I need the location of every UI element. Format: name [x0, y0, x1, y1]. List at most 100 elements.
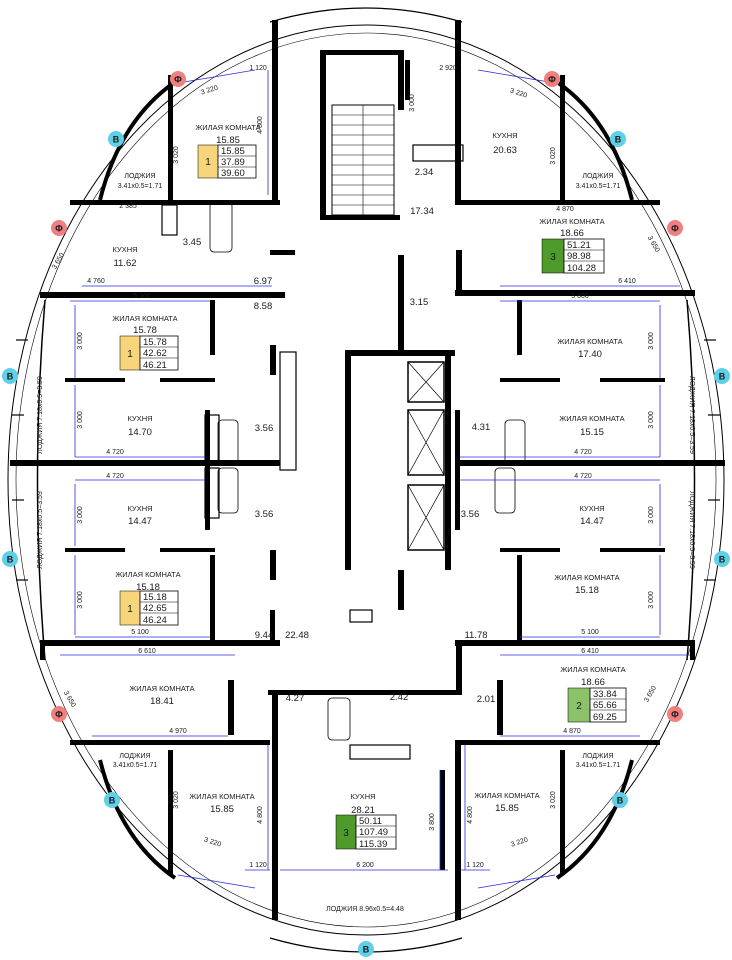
ventilation-markers: В В В В В В В В В Ф Ф Ф Ф Ф Ф: [2, 71, 730, 957]
loggia-label: ЛОДЖИЯ 7.18x0.5=3.59: [37, 376, 44, 454]
wall: [455, 200, 660, 205]
apartment-badge-1[interactable]: 1 15.18 42.65 46.24: [119, 590, 179, 626]
dimension: 4 870: [556, 206, 574, 213]
room-label: ЖИЛАЯ КОМНАТА: [559, 414, 624, 423]
badge-living-area: 51.21: [567, 240, 591, 251]
dimension: 3 000: [77, 591, 84, 609]
inner-glazing-ellipse: [15, 32, 717, 928]
room-area: 11.62: [113, 258, 136, 269]
v-icon: В: [358, 941, 374, 957]
kitchen-counter: [412, 144, 464, 162]
loggia-label: ЛОДЖИЯ: [124, 173, 155, 180]
dimension: 6 410: [618, 278, 636, 285]
kitchen-counter: [204, 414, 220, 466]
room-area: 15.15: [580, 427, 604, 438]
dimension: 3 650: [646, 235, 661, 254]
badge-total-area: 42.62: [143, 348, 167, 359]
wall: [160, 378, 215, 382]
dimension: 3 220: [509, 88, 528, 100]
room-label: КУХНЯ: [127, 414, 152, 423]
dimension: 3 000: [648, 591, 655, 609]
v-icon: В: [714, 551, 730, 567]
badge-total-area: 37.89: [221, 157, 245, 168]
dimension: 6 410: [581, 648, 599, 655]
room-label: ЖИЛАЯ КОМНАТА: [539, 217, 604, 226]
dimension: 4 870: [563, 728, 581, 735]
wall: [455, 20, 461, 205]
wall: [500, 548, 560, 552]
dimension-lines: [60, 69, 690, 889]
badge-area-with-loggia: 115.39: [359, 839, 387, 850]
badge-living-area: 15.85: [221, 146, 245, 157]
room-area: 14.47: [128, 516, 152, 527]
wall: [210, 555, 215, 640]
wall: [272, 690, 278, 740]
svg-text:Ф: Ф: [174, 75, 182, 85]
apartment-badge-1[interactable]: 1 15.78 42.62 46.21: [119, 335, 179, 371]
loggia-label: ЛОДЖИЯ: [582, 753, 613, 760]
svg-text:Ф: Ф: [671, 224, 679, 234]
wall: [40, 292, 285, 298]
room-area: 28.21: [351, 805, 375, 816]
badge-room-count: 3: [550, 252, 556, 263]
room-label: КУХНЯ: [579, 504, 604, 513]
apartment-badge-3[interactable]: 3 50.11 107.49 115.39: [335, 814, 397, 850]
badge-values-box: [139, 335, 179, 371]
small-areas: 2.34 17.34 3.45 6.97 8.58 3.15 3.56 4.31…: [183, 167, 496, 705]
room-label: ЖИЛАЯ КОМНАТА: [189, 792, 254, 801]
badge-values-box: [217, 144, 257, 179]
svg-text:Ф: Ф: [548, 75, 556, 85]
wall: [460, 740, 660, 745]
area-value: 17.34: [410, 206, 434, 217]
wall: [320, 215, 400, 220]
bath-partition: [161, 204, 178, 236]
wall: [455, 460, 725, 466]
room-area: 18.66: [581, 677, 605, 688]
room-label: ЖИЛАЯ КОМНАТА: [129, 684, 194, 693]
wall: [10, 460, 280, 466]
dimension: 3 020: [550, 791, 557, 809]
wall: [456, 250, 462, 295]
dimension: 3 020: [173, 791, 180, 809]
dimension: 6 200: [356, 862, 374, 869]
kitchen-counter: [204, 467, 220, 519]
room-label: КУХНЯ: [112, 245, 137, 254]
svg-text:В: В: [109, 796, 116, 806]
bathtub: [217, 419, 239, 466]
wall: [455, 410, 460, 530]
wall: [560, 75, 565, 200]
area-value: 4.27: [286, 693, 305, 704]
wall: [272, 20, 278, 205]
room-label: КУХНЯ: [350, 792, 375, 801]
wall: [455, 740, 461, 920]
bathtub: [209, 201, 233, 253]
outer-glazing-ellipse: [7, 24, 725, 936]
room-label: ЖИЛАЯ КОМНАТА: [115, 570, 180, 579]
wall: [405, 60, 410, 100]
dim-line: [177, 69, 256, 84]
wall: [65, 548, 125, 552]
dimension: 4 720: [106, 449, 124, 456]
wall: [517, 300, 522, 355]
svg-text:В: В: [719, 555, 726, 565]
badge-area-with-loggia: 46.21: [143, 360, 167, 371]
svg-text:В: В: [7, 555, 14, 565]
room-label: ЖИЛАЯ КОМНАТА: [560, 665, 625, 674]
room-area: 18.66: [560, 228, 584, 239]
wall: [445, 350, 451, 570]
wall: [270, 550, 276, 580]
badge-total-area: 98.98: [567, 251, 591, 262]
bathtub: [217, 467, 239, 514]
apartment-badge-3[interactable]: 3 51.21 98.98 104.28: [541, 238, 605, 274]
facade-wall-w: [36, 299, 46, 661]
area-value: 8.58: [254, 301, 273, 312]
wall: [600, 378, 665, 382]
f-icon: Ф: [51, 706, 67, 722]
room-label: ЖИЛАЯ КОМНАТА: [474, 791, 539, 800]
apartment-badge-1[interactable]: 1 15.85 37.89 39.60: [197, 144, 257, 179]
svg-text:В: В: [363, 945, 370, 955]
facade-wall-ne: [555, 80, 634, 201]
elevator-3: [407, 484, 445, 551]
dimension: 4 720: [574, 473, 592, 480]
apartment-badge-2[interactable]: 2 33.84 65.66 69.25: [567, 687, 627, 723]
